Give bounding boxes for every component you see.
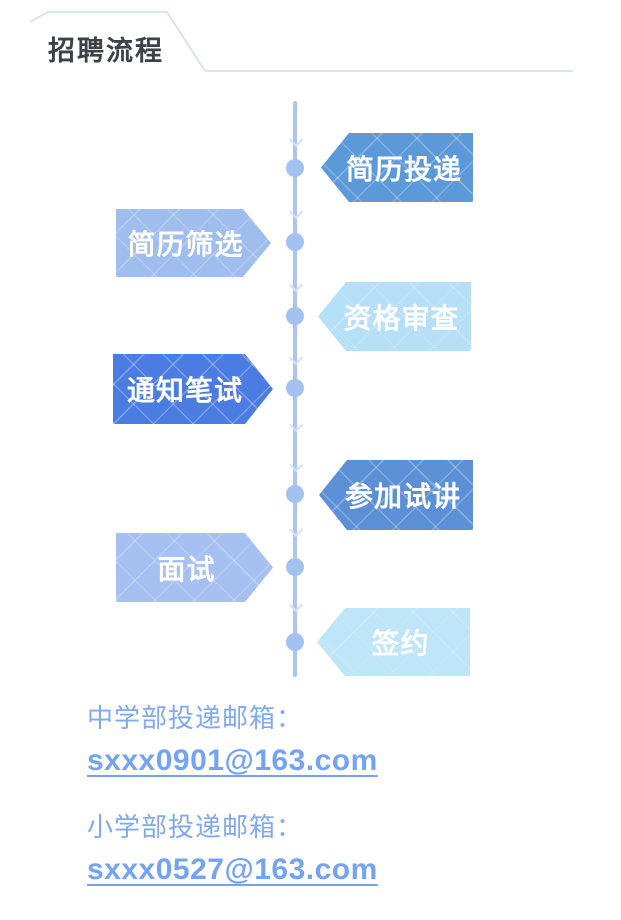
down-chevron-icon xyxy=(288,277,304,293)
flow-step-interview: 面试 xyxy=(116,533,273,602)
flow-step-label: 简历投递 xyxy=(345,153,462,185)
down-chevron-icon xyxy=(288,350,304,366)
timeline-node xyxy=(286,485,304,503)
flow-step-resume-screening: 简历筛选 xyxy=(116,209,271,277)
down-chevron-icon xyxy=(288,457,304,473)
middle-school-email-link[interactable]: sxxx0901@163.com xyxy=(87,744,378,777)
down-chevron-icon xyxy=(288,417,304,433)
flow-step-signing: 签约 xyxy=(317,608,470,676)
flow-step-qualification-review: 资格审查 xyxy=(318,282,471,351)
flow-step-label: 资格审查 xyxy=(343,302,460,334)
timeline-node xyxy=(286,558,304,576)
header-decor-polyline xyxy=(29,11,573,72)
timeline-node xyxy=(286,159,304,177)
header-decor-line xyxy=(29,11,573,72)
page-title: 招聘流程 xyxy=(48,36,164,66)
contact-section: 中学部投递邮箱： sxxx0901@163.com 小学部投递邮箱： sxxx0… xyxy=(87,700,378,918)
flow-step-label: 签约 xyxy=(371,628,430,659)
primary-school-email-link[interactable]: sxxx0527@163.com xyxy=(87,853,378,886)
middle-school-contact: 中学部投递邮箱： sxxx0901@163.com xyxy=(87,700,378,778)
flow-step-written-test-notice: 通知笔试 xyxy=(113,354,273,424)
flow-step-resume-submission: 简历投递 xyxy=(321,133,473,202)
down-chevron-icon xyxy=(288,597,304,613)
down-chevron-icon xyxy=(288,132,304,148)
flow-step-label: 简历筛选 xyxy=(127,229,244,260)
flow-step-label: 通知笔试 xyxy=(126,375,243,406)
contact-label: 小学部投递邮箱： xyxy=(87,812,304,842)
timeline-node xyxy=(286,307,304,325)
flow-step-trial-lecture: 参加试讲 xyxy=(319,460,473,530)
timeline-node xyxy=(286,379,304,397)
flow-step-label: 面试 xyxy=(157,553,216,585)
contact-label: 中学部投递邮箱： xyxy=(87,703,304,733)
timeline-node xyxy=(286,233,304,251)
down-chevron-icon xyxy=(288,204,304,220)
flow-step-label: 参加试讲 xyxy=(344,481,461,512)
timeline-node xyxy=(286,633,304,651)
primary-school-contact: 小学部投递邮箱： sxxx0527@163.com xyxy=(87,809,378,887)
down-chevron-icon xyxy=(288,522,304,538)
